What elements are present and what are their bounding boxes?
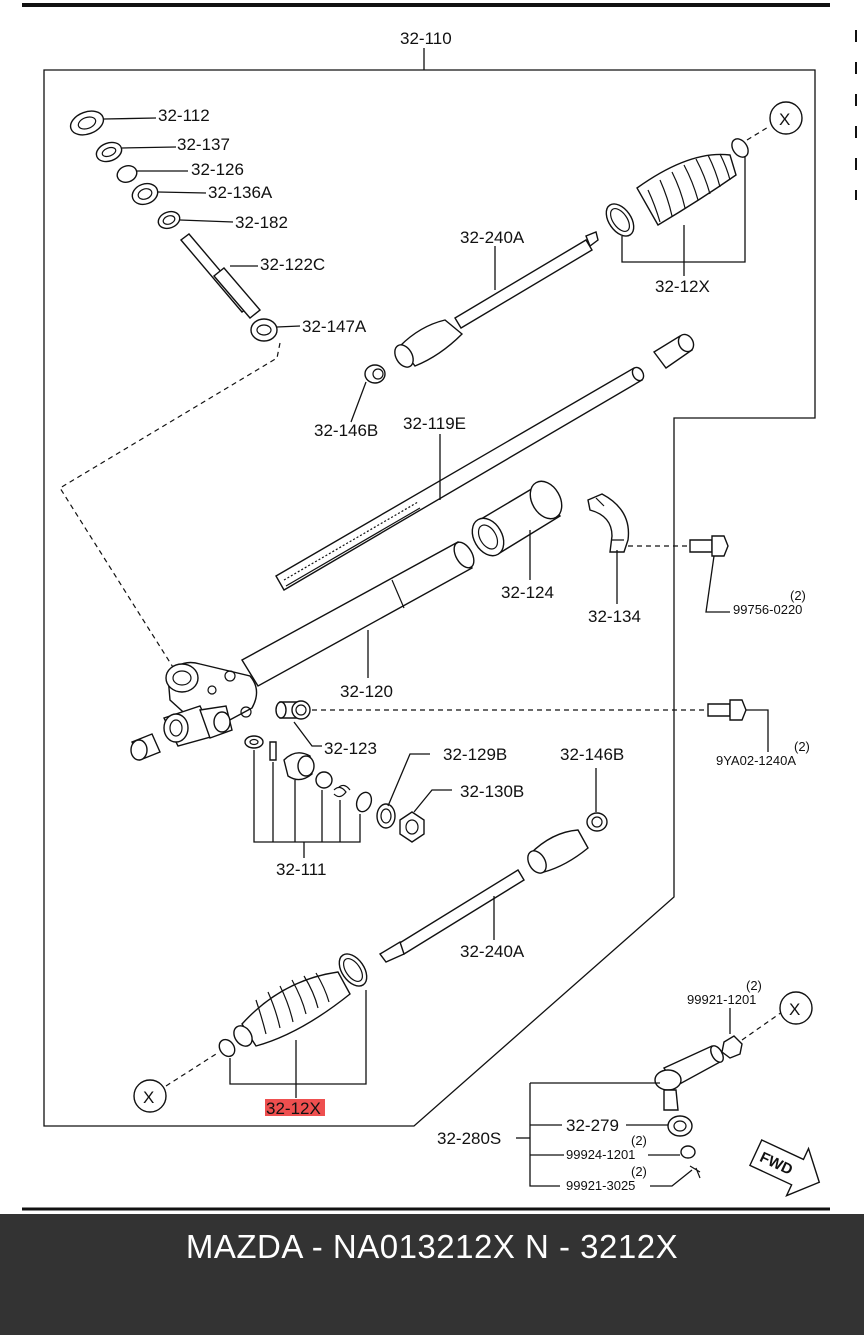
label-32-123: 32-123 — [324, 739, 377, 758]
label-32-137: 32-137 — [177, 135, 230, 154]
rack-housing — [130, 541, 475, 761]
pin-part-no: 99921-3025 — [566, 1178, 635, 1193]
label-32-119e: 32-119E — [403, 414, 466, 433]
label-32-146b-bot: 32-146B — [560, 745, 624, 764]
label-32-280s: 32-280S — [437, 1129, 501, 1148]
steering-rack-parts-diagram: 32-110 32-112 32-137 32-126 32-136A 32-1… — [22, 3, 857, 1211]
tie-rod-lower — [378, 812, 608, 963]
label-32-120: 32-120 — [340, 682, 393, 701]
label-32-134: 32-134 — [588, 607, 641, 626]
highlight-32-12x — [265, 1099, 325, 1116]
pin-qty: (2) — [631, 1164, 647, 1179]
nut-qty: (2) — [746, 978, 762, 993]
bolt-lower-part-no: 9YA02-1240A — [716, 753, 796, 768]
label-32-279: 32-279 — [566, 1116, 619, 1135]
rack-bushing — [471, 480, 563, 557]
ref-x-circle-right — [779, 991, 813, 1025]
label-32-124: 32-124 — [501, 583, 554, 602]
boot-upper — [605, 138, 749, 237]
label-32-112: 32-112 — [158, 106, 210, 125]
label-32-240a-bot: 32-240A — [460, 942, 525, 961]
bolt-upper-qty: (2) — [790, 588, 806, 603]
label-32-126: 32-126 — [191, 160, 244, 179]
bolt-upper — [689, 535, 729, 557]
footer-bar: MAZDA - NA013212X N - 3212X — [0, 1214, 864, 1335]
bolt-lower — [707, 699, 747, 721]
ref-x-right: X — [789, 1000, 800, 1019]
ref-x-circle-top — [769, 101, 803, 135]
part-32-123 — [275, 700, 311, 720]
pinion-parts — [69, 110, 278, 342]
nut-part-no: 99921-1201 — [687, 992, 756, 1007]
label-32-122c: 32-122C — [260, 255, 325, 274]
label-32-182: 32-182 — [235, 213, 288, 232]
washer-qty: (2) — [631, 1133, 647, 1148]
label-32-12x-bot: 32-12X — [266, 1099, 321, 1118]
yoke-parts — [244, 735, 373, 813]
rack-bar — [275, 333, 695, 591]
tie-rod-upper — [364, 231, 599, 384]
washer-part-no: 99924-1201 — [566, 1147, 635, 1162]
label-32-129b: 32-129B — [443, 745, 507, 764]
tie-rod-end — [654, 1035, 743, 1179]
mounting-bracket — [587, 493, 630, 553]
assembly-outline — [43, 69, 816, 1127]
label-32-111: 32-111 — [276, 860, 326, 879]
ref-x-bot: X — [143, 1088, 154, 1107]
label-32-146b-top: 32-146B — [314, 421, 378, 440]
ref-x-circle-bot — [133, 1079, 167, 1113]
part-32-129b — [376, 803, 396, 829]
fwd-arrow-icon: FWD — [748, 1139, 821, 1197]
footer-part-number: MAZDA - NA013212X N - 3212X — [185, 1228, 679, 1265]
label-32-147a: 32-147A — [302, 317, 367, 336]
bolt-upper-part-no: 99756-0220 — [733, 602, 802, 617]
bolt-lower-qty: (2) — [794, 739, 810, 754]
label-32-12x-top: 32-12X — [655, 277, 710, 296]
part-32-130b — [399, 811, 425, 843]
label-32-136a: 32-136A — [208, 183, 273, 202]
ref-x-top: X — [779, 110, 790, 129]
label-32-110: 32-110 — [400, 29, 452, 48]
label-32-130b: 32-130B — [460, 782, 524, 801]
pinion-guide-line — [59, 342, 281, 673]
boot-lower — [218, 953, 368, 1058]
label-32-240a-top: 32-240A — [460, 228, 525, 247]
